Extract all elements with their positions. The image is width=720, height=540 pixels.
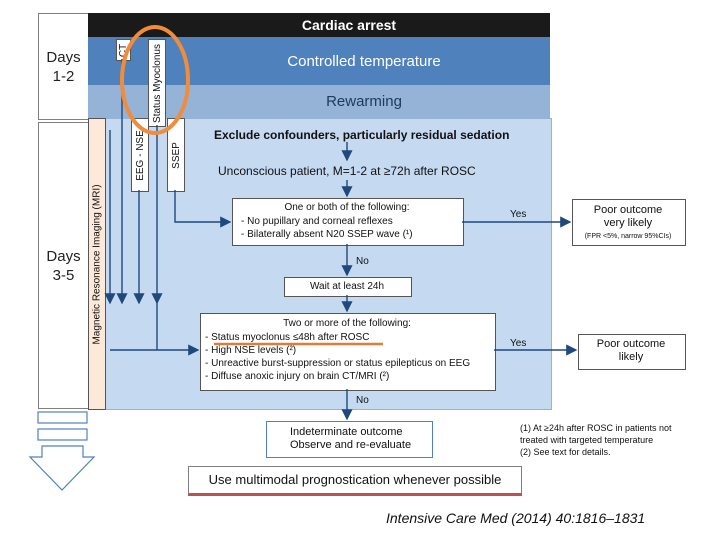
days-3-5-label: Days 3-5 [38,122,89,409]
poor-outcome-very-likely-title: Poor outcome very likely [593,204,663,229]
criteria-box-1-item-1: - No pupillary and corneal reflexes [241,216,393,227]
down-arrow-shape [28,445,96,491]
yes-label-2: Yes [510,338,527,349]
ssep-label: SSEP [170,141,182,169]
criteria-box-1-title: One or both of the following: [284,202,410,213]
criteria-box-2-item-2: - High NSE levels (²) [205,345,297,356]
criteria-box-2-item-3: - Unreactive burst-suppression or status… [205,358,471,369]
stack-bar-1 [37,411,88,424]
footnote-1-cont: treated with targeted temperature [520,435,654,445]
no-label-2: No [356,395,369,406]
indeterminate-outcome-line-1: Indeterminate outcome [290,426,403,438]
multimodal-text: Use multimodal prognostication whenever … [208,472,502,487]
eeg-nse-box: EEG - NSE [131,118,149,192]
footnote-2: (2) See text for details. [520,447,611,457]
days-1-2-label: Days 1-2 [38,13,89,120]
rewarming-label: Rewarming [326,93,402,110]
controlled-temperature-label: Controlled temperature [287,52,441,70]
indeterminate-outcome-box [266,421,433,458]
yes-label-1: Yes [510,209,527,220]
ssep-box: SSEP [167,118,185,192]
citation: Intensive Care Med (2014) 40:1816–1831 [386,510,646,526]
unconscious-patient-text: Unconscious patient, M=1-2 at ≥72h after… [218,164,476,178]
criteria-box-1-item-2: - Bilaterally absent N20 SSEP wave (¹) [241,229,413,240]
status-myoclonus-label: Status Myoclonus [151,43,163,123]
ct-label: CT [118,43,129,57]
cardiac-arrest-title: Cardiac arrest [301,17,397,33]
wait-label: Wait at least 24h [309,281,385,292]
criteria-box-2-title: Two or more of the following: [283,318,411,329]
indeterminate-outcome-line-2: Observe and re-evaluate [290,439,412,451]
ct-box: CT [116,39,131,61]
criteria-box-1 [232,198,464,246]
status-myoclonus-box: Status Myoclonus [148,39,166,127]
no-label-1: No [356,256,369,267]
poor-outcome-likely-box [578,334,686,370]
wait-box [284,277,412,297]
criteria-box-2-item-1: - Status myoclonus ≤48h after ROSC [205,332,370,343]
eeg-nse-label: EEG - NSE [134,129,146,181]
mri-box: Magnetic Resonance Imaging (MRI) [88,118,106,410]
poor-outcome-very-likely-sub: (FPR <5%, narrow 95%CIs) [584,233,672,240]
poor-outcome-very-likely-box [572,199,686,246]
multimodal-box [188,466,522,496]
mri-label: Magnetic Resonance Imaging (MRI) [91,183,103,345]
criteria-box-2 [200,313,496,391]
cardiac-arrest-band: Cardiac arrest [88,13,550,37]
criteria-box-2-item-4: - Diffuse anoxic injury on brain CT/MRI … [205,371,390,382]
poor-outcome-likely-title: Poor outcome likely [596,338,666,363]
footnote-1: (1) At ≥24h after ROSC in patients not [520,423,672,433]
stack-bar-2 [37,428,88,441]
exclude-confounders-text: Exclude confounders, particularly residu… [214,128,510,142]
